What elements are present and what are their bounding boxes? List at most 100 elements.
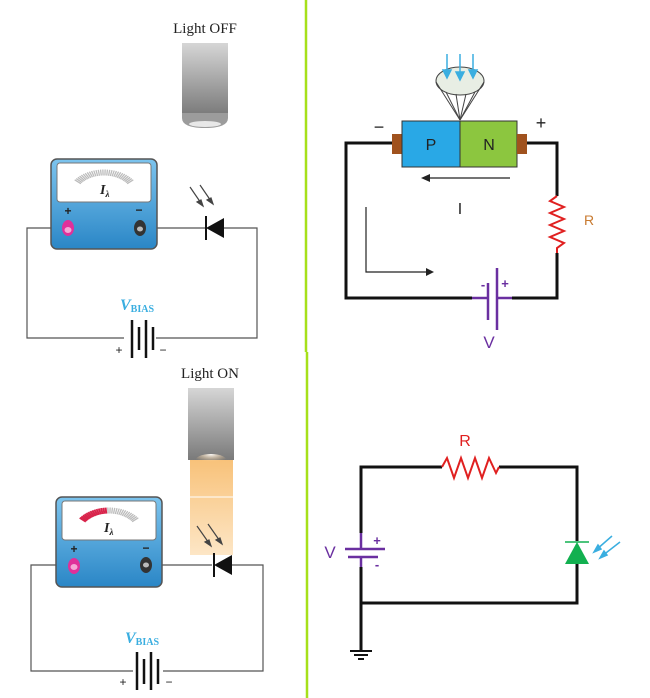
meter-scale-tick	[116, 508, 120, 515]
meter-minus-label: −	[142, 541, 149, 555]
pn-block: P N	[392, 120, 527, 168]
meter-scale-tick	[79, 175, 86, 182]
meter-scale-tick	[85, 512, 92, 519]
battery-plus: +	[373, 533, 381, 548]
meter-scale-tick	[109, 169, 113, 177]
bias-battery: + − VBIAS	[119, 630, 173, 690]
meter-scale-tick	[77, 176, 84, 183]
circuit-wires	[359, 465, 579, 650]
p-region	[401, 120, 461, 168]
meter-scale-tick	[121, 174, 128, 181]
n-label: N	[483, 137, 495, 154]
loop-arrow-icon	[365, 207, 434, 276]
meter-scale-tick	[99, 169, 102, 176]
meter-scale-tick	[130, 516, 138, 522]
light-arrows-icon	[592, 535, 621, 560]
meter-scale-tick	[84, 172, 90, 179]
bias-label: VBIAS	[125, 630, 159, 648]
meter-scale-tick	[112, 507, 116, 514]
photodiode-symbol	[565, 541, 589, 564]
meter-scale	[79, 507, 139, 523]
meter-scale-tick	[95, 169, 99, 177]
meter-scale-tick	[87, 511, 94, 518]
meter-scale-tick	[131, 517, 139, 523]
meter-scale-tick	[97, 508, 102, 515]
bias-minus: −	[165, 675, 172, 689]
bias-plus: +	[115, 343, 122, 357]
meter-scale-tick	[116, 172, 122, 179]
photodiode-symbol	[189, 184, 224, 240]
meter-label: Iλ	[103, 521, 113, 537]
meter-scale-tick	[122, 175, 129, 182]
meter-scale	[74, 169, 134, 185]
meter-scale-tick	[111, 170, 115, 177]
light-off-title: Light OFF	[173, 21, 237, 37]
meter-scale-tick	[104, 507, 108, 514]
meter-scale-tick	[97, 169, 101, 176]
circuit-wires	[344, 141, 559, 300]
battery-symbol	[472, 268, 512, 330]
meter-scale-tick	[124, 176, 131, 183]
meter-scale-tick	[129, 514, 136, 521]
meter-scale-tick	[79, 516, 87, 523]
light-on-title: Light ON	[181, 366, 239, 382]
p-label: P	[426, 137, 437, 154]
bias-minus: −	[159, 343, 166, 357]
meter-label: Iλ	[99, 183, 109, 199]
meter-scale-tick	[89, 510, 96, 518]
bias-plus: +	[119, 675, 126, 689]
meter-scale-tick	[126, 179, 134, 185]
light-arrows-icon	[189, 184, 215, 208]
meter-scale-tick	[124, 511, 131, 518]
pn-junction-circuit: P N − + I R - + V	[344, 54, 594, 352]
resistor-symbol	[547, 195, 567, 253]
meter-scale-tick	[80, 174, 87, 181]
meter-minus-terminal[interactable]	[134, 220, 146, 236]
meter-scale-tick	[80, 515, 88, 522]
light-on-circuit: Light ON Iλ + −	[30, 366, 264, 690]
minus-sign: −	[374, 117, 385, 137]
meter-scale-tick	[113, 170, 118, 178]
bias-label: VBIAS	[120, 297, 154, 315]
photodiode-schematic: R + - V	[324, 433, 621, 660]
current-label: I	[458, 201, 462, 218]
lamp-on-icon	[188, 388, 234, 555]
resistor-label: R	[584, 212, 594, 228]
meter-scale-tick	[121, 510, 127, 517]
light-arrows-icon	[196, 523, 224, 548]
meter-scale-tick	[106, 169, 109, 176]
plus-sign: +	[536, 113, 547, 133]
meter-scale-tick	[114, 171, 120, 178]
meter-scale-tick	[119, 509, 125, 516]
meter-plus-terminal[interactable]	[68, 558, 80, 574]
meter-scale-tick	[100, 507, 104, 515]
meter-minus-terminal[interactable]	[140, 557, 152, 573]
meter-scale-tick	[95, 508, 101, 516]
meter-scale-tick	[90, 170, 95, 178]
meter-scale-tick	[86, 172, 92, 179]
meter-scale-tick	[82, 514, 89, 521]
battery-plus: +	[501, 276, 509, 291]
meter-minus-label: −	[135, 203, 142, 217]
resistor-symbol	[441, 454, 500, 482]
battery-symbol	[345, 533, 385, 567]
meter-plus-terminal[interactable]	[62, 220, 74, 236]
bias-battery: + − VBIAS	[115, 297, 167, 358]
meter-scale-tick	[102, 507, 106, 514]
meter-scale-tick	[93, 509, 99, 516]
meter-scale-tick	[74, 179, 82, 185]
meter-scale-tick	[123, 510, 129, 517]
meter-scale-tick	[127, 513, 134, 520]
meter-scale-tick	[114, 507, 118, 515]
meter-scale-tick	[83, 513, 91, 520]
meter-scale-tick	[93, 170, 97, 177]
meter-scale-tick	[126, 512, 133, 519]
battery-minus: -	[375, 557, 379, 572]
photodiode-symbol	[196, 523, 232, 577]
ground-icon	[350, 650, 372, 660]
contact-right	[517, 134, 527, 154]
current-arrow-icon	[421, 174, 510, 182]
battery-label: V	[324, 543, 336, 562]
meter-scale-tick	[119, 173, 126, 180]
meter-plus-label: +	[64, 204, 71, 218]
